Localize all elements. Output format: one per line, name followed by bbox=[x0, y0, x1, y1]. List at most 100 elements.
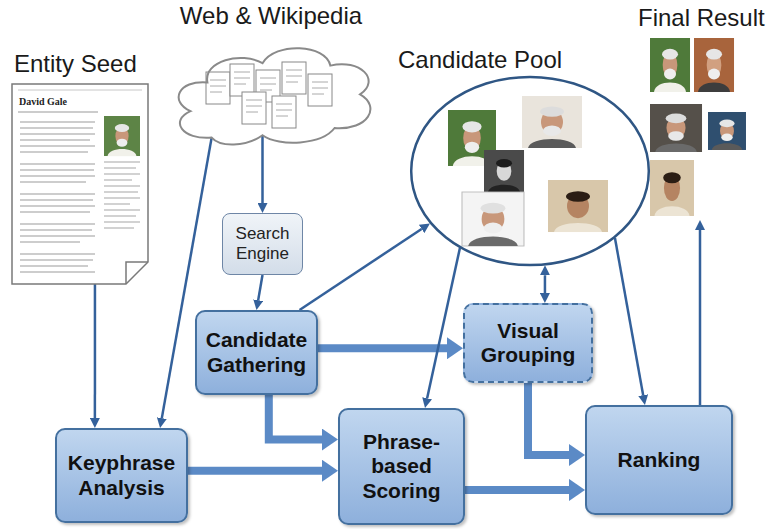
process-box: Candidate Gathering bbox=[195, 310, 318, 395]
thin-arrow bbox=[300, 229, 422, 310]
photo-hair bbox=[115, 124, 129, 132]
web-page-icon bbox=[230, 64, 254, 96]
face-photo bbox=[708, 112, 746, 150]
block-arrow bbox=[528, 383, 569, 455]
photo-beard bbox=[465, 142, 479, 153]
photo-shirt bbox=[698, 83, 730, 92]
thin-arrow bbox=[258, 275, 262, 300]
process-box: Ranking bbox=[585, 405, 733, 515]
photo-hair bbox=[719, 120, 734, 128]
face-photo bbox=[462, 192, 524, 246]
page-lines bbox=[312, 82, 328, 94]
cloud-border bbox=[179, 48, 371, 144]
page-title: David Gale bbox=[19, 96, 67, 107]
web-cloud: Web & Wikipedia bbox=[165, 32, 377, 152]
face-photo bbox=[650, 38, 690, 92]
photo-background bbox=[650, 104, 702, 152]
page-lines bbox=[286, 70, 302, 82]
page-sheet bbox=[206, 72, 230, 104]
entity-seed-page: Entity SeedDavid Gale bbox=[12, 84, 148, 284]
photo-background bbox=[522, 96, 582, 148]
photo-background bbox=[548, 180, 608, 232]
result-photos bbox=[650, 38, 746, 216]
face-photo bbox=[650, 104, 702, 152]
photo-hair bbox=[663, 172, 681, 183]
box-label: Keyphrase Analysis bbox=[65, 451, 178, 499]
photo-shirt bbox=[655, 144, 697, 152]
page-lines bbox=[210, 80, 226, 92]
ellipse-outline bbox=[410, 76, 650, 266]
page-border bbox=[12, 84, 148, 284]
thin-arrow bbox=[261, 135, 264, 203]
face-photo bbox=[484, 150, 524, 192]
photo-hair bbox=[662, 49, 678, 60]
candidate-pool: Candidate Pool bbox=[410, 76, 650, 266]
photo-shirt bbox=[654, 83, 686, 92]
document-details bbox=[18, 90, 142, 272]
photo-shirt bbox=[528, 139, 576, 148]
photo-shirt bbox=[654, 206, 689, 216]
page-lines bbox=[260, 78, 276, 90]
photo-hair bbox=[496, 159, 512, 167]
face-photo bbox=[548, 180, 608, 232]
infobox-lines bbox=[104, 162, 140, 228]
block-arrow bbox=[465, 486, 569, 494]
box-label: Search Engine bbox=[227, 224, 298, 263]
thin-arrow bbox=[427, 248, 460, 398]
face-photo bbox=[694, 38, 734, 92]
block-arrow bbox=[318, 344, 447, 352]
web-page-icon bbox=[272, 96, 296, 128]
photo-shirt bbox=[554, 223, 602, 232]
pool-photos bbox=[448, 96, 608, 246]
box-label: Candidate Gathering bbox=[205, 328, 308, 376]
page-lines bbox=[246, 100, 262, 112]
photo-hair bbox=[462, 121, 481, 132]
heading: Final Result bbox=[638, 4, 765, 32]
page-sheet bbox=[230, 64, 254, 96]
web-page-icon bbox=[308, 74, 332, 106]
face-photo bbox=[104, 116, 140, 156]
final-result: Final Result bbox=[648, 36, 748, 220]
web-pages bbox=[206, 62, 332, 128]
process-box: Phrase-based Scoring bbox=[338, 408, 465, 525]
photo-hair bbox=[666, 114, 687, 124]
cloud-outline bbox=[165, 32, 377, 152]
page-sheet bbox=[282, 62, 306, 94]
photo-beard bbox=[543, 125, 561, 135]
web-page-icon bbox=[282, 62, 306, 94]
optional-process-box: Visual Grouping bbox=[463, 303, 593, 383]
box-label: Phrase-based Scoring bbox=[348, 430, 455, 502]
photo-hair bbox=[481, 203, 506, 214]
thin-arrow bbox=[544, 275, 547, 293]
photo-beard bbox=[664, 69, 676, 80]
photo-beard bbox=[721, 134, 732, 142]
photo-background bbox=[104, 116, 140, 156]
box-label: Visual Grouping bbox=[473, 319, 583, 367]
photo-background bbox=[650, 160, 694, 216]
photo-beard bbox=[668, 131, 684, 141]
photo-shirt bbox=[712, 143, 742, 150]
photo-hair bbox=[566, 191, 590, 201]
thin-arrow bbox=[615, 238, 643, 395]
photo-background bbox=[708, 112, 746, 150]
photo-beard bbox=[484, 223, 503, 234]
box-label: Ranking bbox=[618, 448, 701, 472]
photo-shirt bbox=[468, 237, 518, 246]
photo-background bbox=[484, 150, 524, 192]
page-sheet bbox=[308, 74, 332, 106]
page-top-bar bbox=[18, 90, 142, 91]
page-lines bbox=[276, 104, 292, 116]
page-fold bbox=[126, 262, 148, 284]
face-photo bbox=[650, 160, 694, 216]
photo-hair bbox=[706, 49, 722, 60]
page-lines bbox=[234, 72, 250, 84]
page-sheet bbox=[272, 96, 296, 128]
heading: Entity Seed bbox=[14, 50, 137, 78]
photo-background bbox=[650, 38, 690, 92]
pool-border bbox=[411, 77, 649, 265]
photo-beard bbox=[708, 69, 720, 80]
block-arrow bbox=[269, 395, 322, 440]
thin-arrow bbox=[94, 284, 97, 418]
title-rule bbox=[18, 112, 98, 113]
